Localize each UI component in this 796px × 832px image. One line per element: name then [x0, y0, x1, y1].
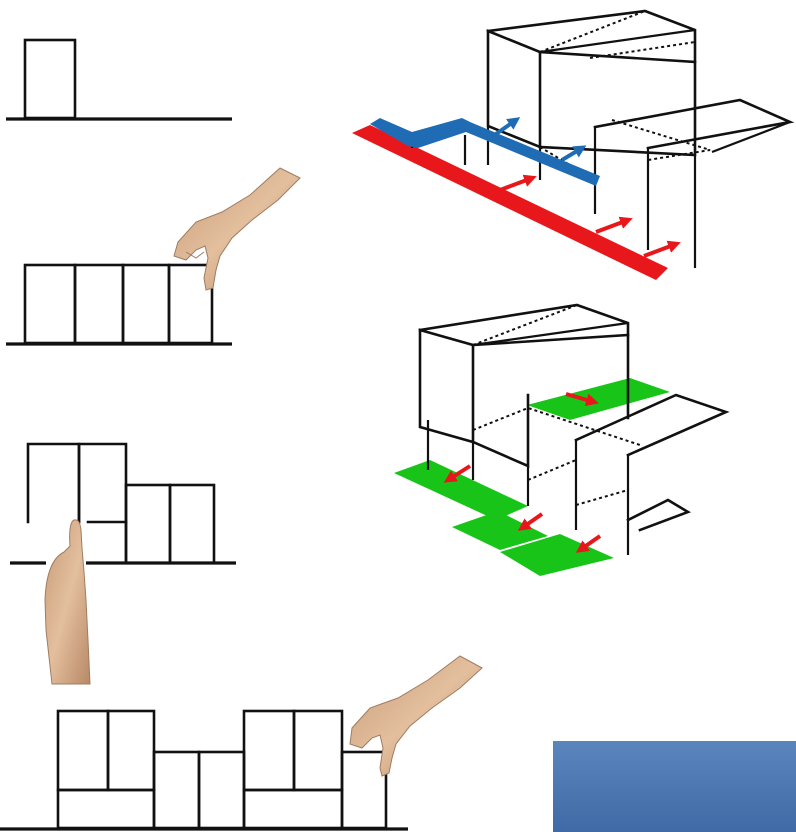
panel-step-3 — [10, 444, 236, 684]
panel-step-2 — [6, 168, 300, 344]
red-arrow-icon — [522, 514, 542, 528]
box-face — [473, 395, 528, 466]
box-edge — [473, 323, 628, 345]
hand-icon — [174, 168, 300, 290]
green-patch — [527, 378, 670, 420]
iso-view-top — [352, 11, 790, 280]
sky-photo — [553, 741, 796, 832]
iso-view-middle — [394, 305, 726, 576]
block — [294, 711, 342, 790]
block — [25, 265, 75, 343]
block — [25, 40, 75, 118]
box-edge — [712, 122, 790, 152]
block — [75, 265, 123, 343]
box-face — [628, 500, 688, 530]
block — [199, 752, 244, 828]
photo-crop — [553, 741, 796, 832]
block — [123, 265, 169, 343]
hidden-edge — [576, 490, 628, 505]
box-face — [488, 31, 540, 147]
red-arrow-icon — [500, 178, 532, 190]
block — [58, 711, 108, 790]
block-outline — [88, 522, 126, 563]
block — [244, 711, 294, 790]
block — [170, 485, 214, 563]
box-face — [540, 52, 695, 155]
hand-icon — [350, 656, 482, 776]
green-patch — [394, 460, 528, 520]
block — [28, 444, 79, 522]
block — [244, 790, 342, 828]
box-edge — [540, 30, 695, 52]
hidden-edge — [528, 460, 576, 480]
red-arrow-icon — [596, 220, 628, 232]
block — [126, 485, 170, 563]
block — [79, 444, 126, 522]
block — [342, 752, 386, 828]
block — [154, 752, 199, 828]
box-top — [420, 305, 628, 335]
panel-step-1 — [6, 40, 232, 119]
block — [108, 711, 154, 790]
pointing-finger-icon — [45, 520, 90, 684]
block — [58, 790, 154, 828]
